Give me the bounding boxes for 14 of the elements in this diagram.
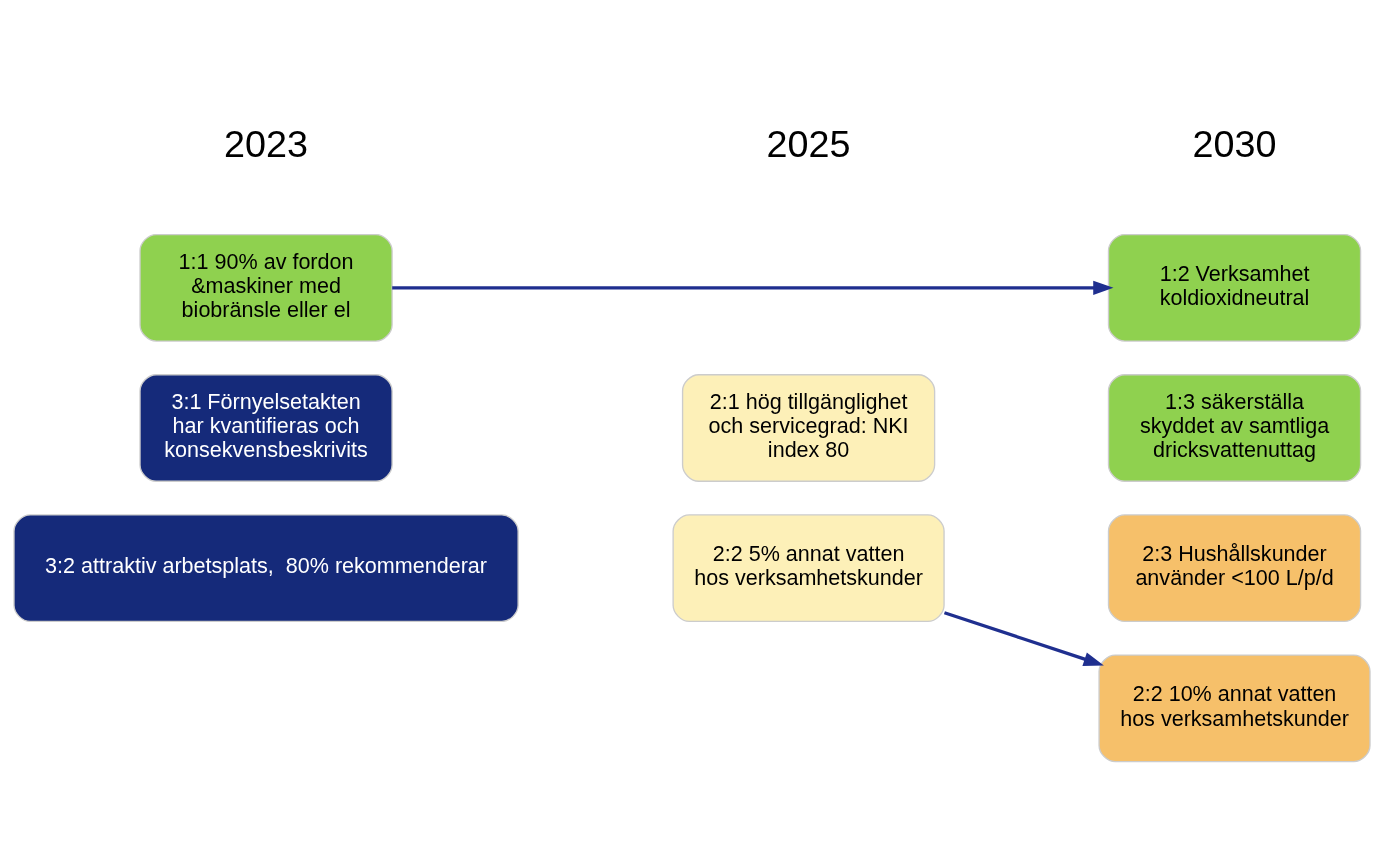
node-box: 3:2 attraktiv arbetsplats, 80% rekommenderar xyxy=(13,514,519,623)
node-box: 2:1 hög tillgänglighet och servicegrad: NKI index 80 xyxy=(681,374,936,482)
node-box: 1:1 90% av fordon &maskiner med biobränsle eller el xyxy=(139,233,393,342)
label: 2025 xyxy=(766,122,851,165)
arrow xyxy=(392,280,1114,295)
node-box: 2:2 10% annat vatten hos verksamhetskunder xyxy=(1098,654,1371,763)
label: 2023 xyxy=(224,122,309,165)
node-box: 1:2 Verksamhet koldioxidneutral xyxy=(1107,233,1362,342)
node-box: 1:3 säkerställa skyddet av samtliga dricksvattenuttag xyxy=(1107,374,1362,482)
arrow xyxy=(943,611,1104,666)
node-box: 2:2 5% annat vatten hos verksamhetskunder xyxy=(672,514,945,623)
node-box: 3:1 Förnyelsetakten har kvantifieras och konsekvensbeskrivits xyxy=(139,374,393,482)
node-box: 2:3 Hushållskunder använder <100 L/p/d xyxy=(1107,514,1362,623)
label: 2030 xyxy=(1192,122,1277,165)
